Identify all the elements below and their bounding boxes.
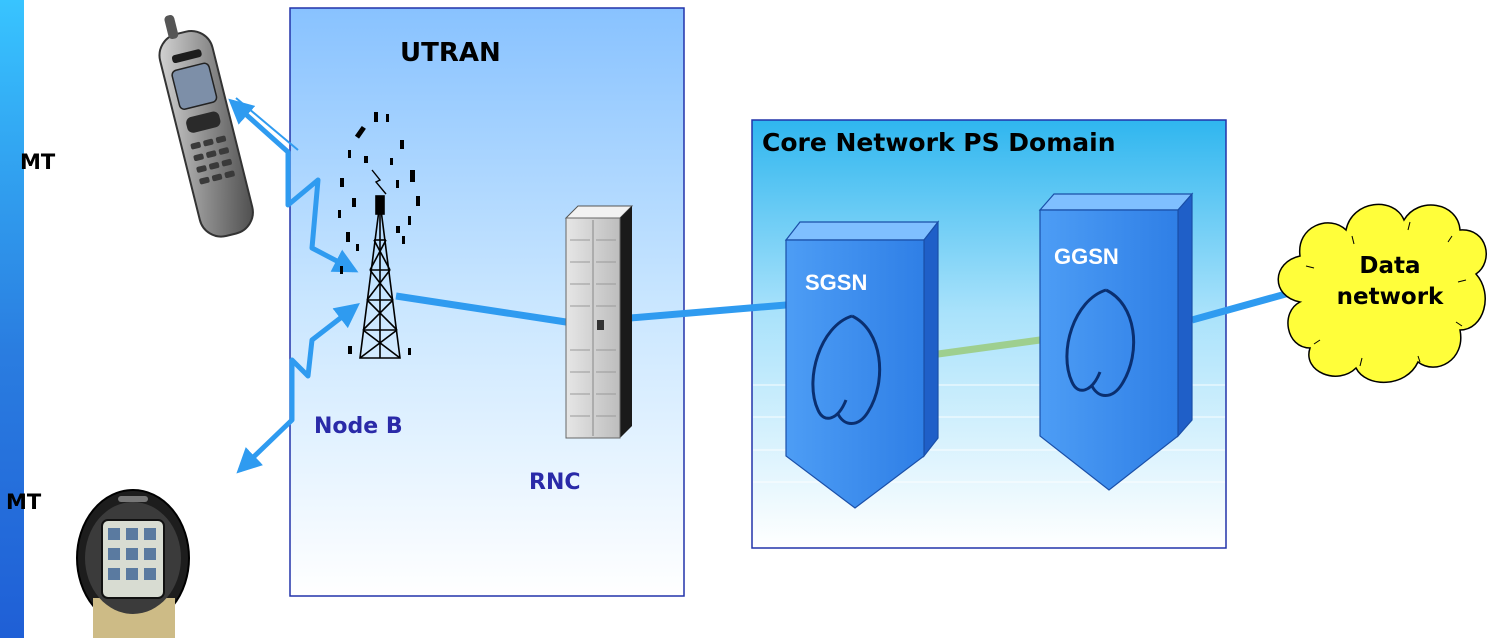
sgsn-label: SGSN — [805, 270, 868, 295]
radio-link-bottom — [236, 302, 360, 474]
link-ggsn-datanetwork — [1191, 286, 1301, 324]
radio-link-top — [228, 97, 359, 273]
mt-label-top: MT — [20, 150, 56, 174]
core-network-title: Core Network PS Domain — [762, 128, 1116, 157]
ggsn-node-icon — [1038, 192, 1194, 491]
left-accent-strip — [0, 0, 24, 638]
link-nodeb-rnc — [395, 292, 567, 326]
handheld-device-icon — [76, 489, 190, 638]
mobile-phone-icon — [158, 15, 254, 238]
rnc-rack-icon — [564, 205, 634, 439]
data-network-label-line2: network — [1336, 284, 1444, 310]
radio-wave-dots — [338, 112, 420, 355]
sgsn-node-icon — [784, 220, 940, 509]
node-b-label: Node B — [314, 414, 403, 439]
data-network-cloud-icon — [1277, 203, 1487, 383]
ggsn-label: GGSN — [1054, 244, 1119, 269]
node-b-tower-icon — [359, 169, 401, 359]
link-rnc-sgsn — [629, 301, 787, 322]
data-network-label: Data network — [1326, 251, 1454, 313]
rnc-label: RNC — [529, 470, 581, 495]
data-network-label-line1: Data — [1359, 253, 1421, 279]
link-sgsn-ggsn — [937, 336, 1041, 358]
utran-title: UTRAN — [400, 38, 501, 68]
mt-label-bottom: MT — [6, 490, 42, 514]
